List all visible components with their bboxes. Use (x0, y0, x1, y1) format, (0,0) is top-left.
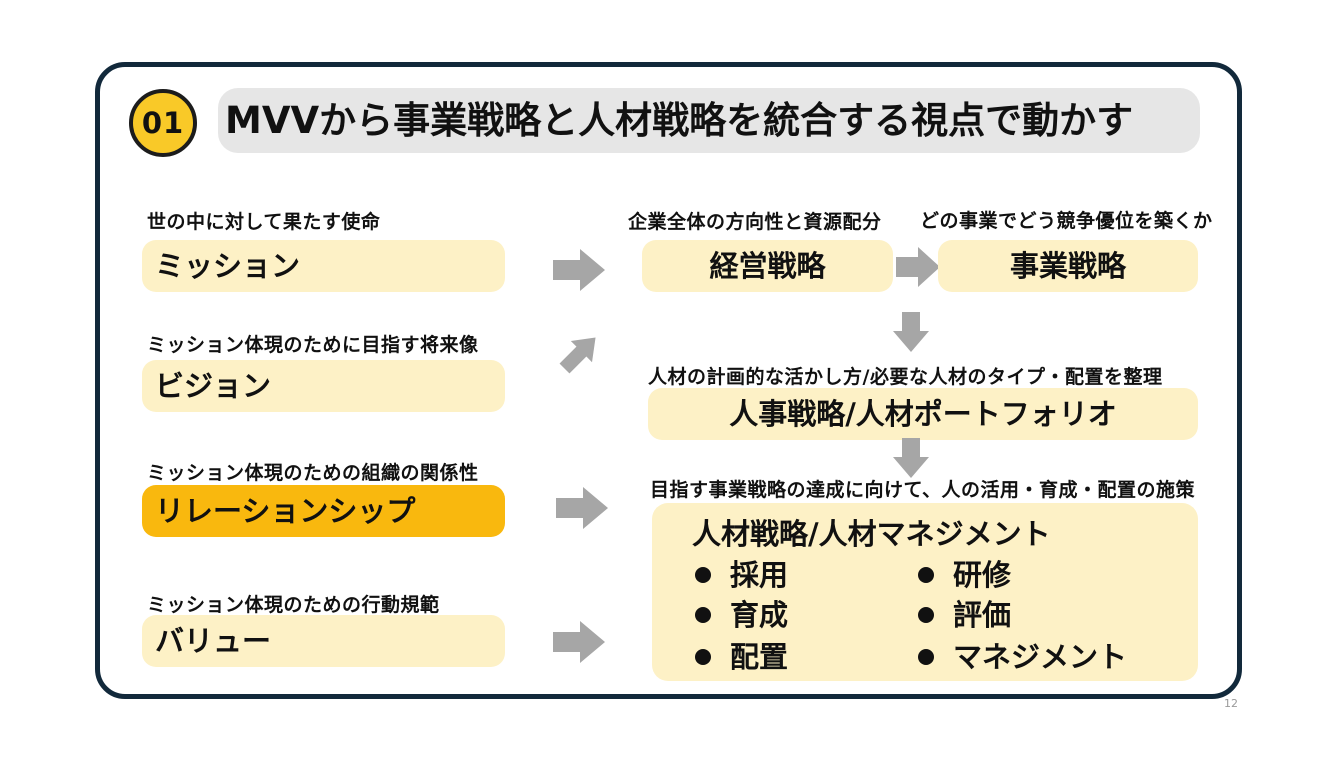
bullet-icon (695, 649, 711, 665)
list-item: 配置 (695, 639, 788, 675)
section-number-badge: 01 (129, 89, 197, 157)
business-strategy-box: 事業戦略 (938, 240, 1198, 292)
measure-label: 採用 (730, 558, 789, 592)
value-caption: ミッション体現のための行動規範 (147, 594, 440, 616)
arrow-right-icon (553, 249, 605, 291)
measure-label: 配置 (730, 640, 789, 674)
list-item: 採用 (695, 557, 788, 593)
corporate-strategy-box: 経営戦略 (642, 240, 893, 292)
relationship-caption: ミッション体現のための組織の関係性 (147, 462, 479, 484)
slide-frame (95, 62, 1242, 699)
page-number: 12 (1224, 697, 1238, 710)
value-box: バリュー (142, 615, 505, 667)
vision-box: ビジョン (142, 360, 505, 412)
talent-management-title: 人材戦略/人材マネジメント (692, 517, 1051, 551)
measure-label: 評価 (953, 598, 1012, 632)
bullet-icon (918, 607, 934, 623)
hr-portfolio-box: 人事戦略/人材ポートフォリオ (648, 388, 1198, 440)
title-bar (218, 88, 1200, 153)
arrow-right-icon (553, 621, 605, 663)
list-item: マネジメント (918, 639, 1127, 675)
bullet-icon (695, 607, 711, 623)
arrow-right-icon (896, 247, 940, 287)
list-item: 評価 (918, 597, 1011, 633)
bullet-icon (695, 567, 711, 583)
talent-management-caption: 目指す事業戦略の達成に向けて、人の活用・育成・配置の施策 (650, 479, 1196, 501)
list-item: 育成 (695, 597, 788, 633)
hr-portfolio-caption: 人材の計画的な活かし方/必要な人材のタイプ・配置を整理 (648, 366, 1163, 388)
measure-label: マネジメント (953, 640, 1128, 674)
business-strategy-caption: どの事業でどう競争優位を築くか (920, 210, 1213, 232)
list-item: 研修 (918, 557, 1011, 593)
arrow-right-icon (556, 487, 608, 529)
arrow-down-icon (893, 438, 929, 478)
mission-caption: 世の中に対して果たす使命 (147, 211, 381, 233)
measure-label: 研修 (953, 558, 1012, 592)
mission-box: ミッション (142, 240, 505, 292)
bullet-icon (918, 567, 934, 583)
measure-label: 育成 (730, 598, 789, 632)
bullet-icon (918, 649, 934, 665)
arrow-down-icon (893, 312, 929, 352)
slide-title: MVVから事業戦略と人材戦略を統合する視点で動かす (225, 99, 1134, 142)
relationship-box: リレーションシップ (142, 485, 505, 537)
vision-caption: ミッション体現のために目指す将来像 (147, 334, 479, 356)
corporate-strategy-caption: 企業全体の方向性と資源配分 (628, 211, 882, 233)
arrow-up-right-icon (559, 337, 596, 374)
